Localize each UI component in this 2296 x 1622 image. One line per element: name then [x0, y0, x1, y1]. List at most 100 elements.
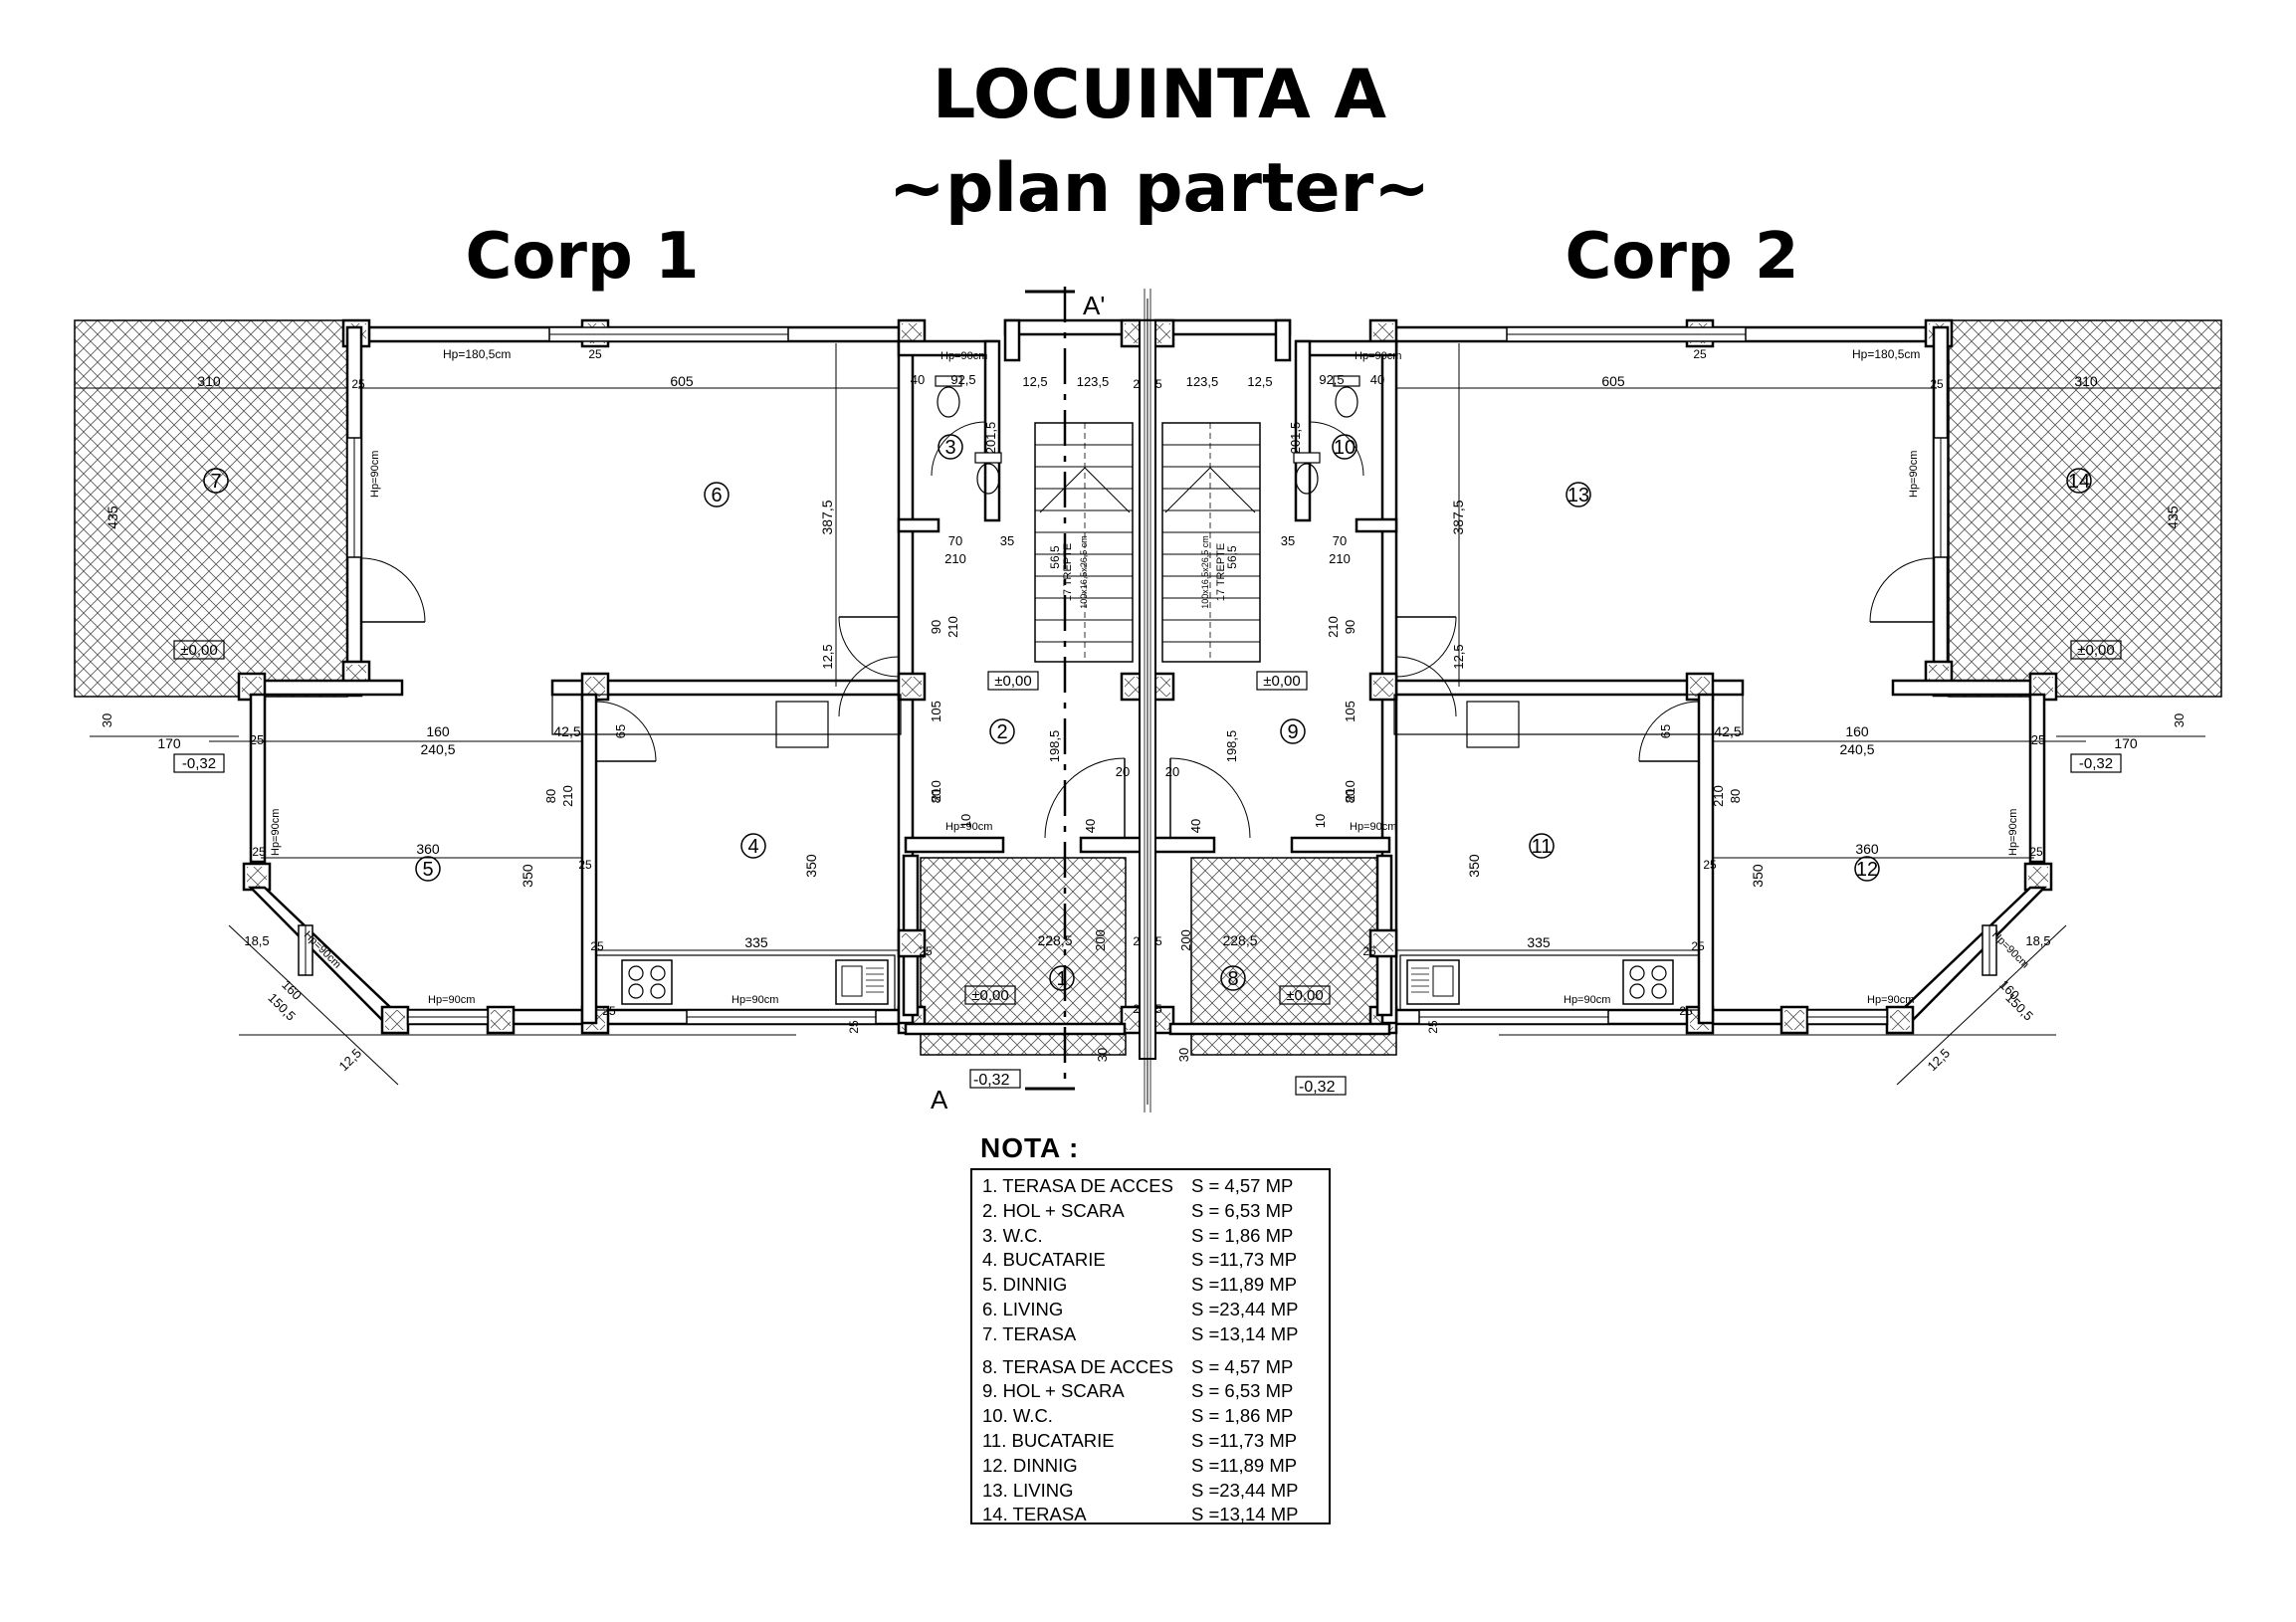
wall: [897, 517, 940, 533]
dimension-label: 150,5: [2002, 990, 2036, 1024]
terrace-14-hatch: [1948, 319, 2222, 698]
dimension-label: 360: [1855, 841, 1879, 857]
nota-room-area: S =11,73 MP: [1191, 1429, 1298, 1451]
dimension-label: 25: [847, 1020, 861, 1034]
window: [407, 1009, 489, 1025]
room-number-text: 12: [1856, 859, 1878, 881]
level-text: ±0,00: [994, 673, 1031, 690]
wall: [1153, 318, 1292, 336]
plan-subtitle: ~plan parter~: [888, 149, 1431, 228]
dimension-label: 90: [1343, 620, 1357, 634]
room-number: 12: [1854, 856, 1880, 882]
wall: [1152, 836, 1216, 854]
room-number: 7: [203, 468, 229, 494]
stove-icon: [1622, 959, 1674, 1005]
nota-room-name: 10. W.C.: [982, 1405, 1053, 1427]
dimension-label: 210: [945, 616, 960, 638]
window: [346, 437, 362, 558]
room-number-text: 10: [1334, 437, 1356, 459]
wall: [241, 679, 404, 697]
room-number: 2: [989, 718, 1015, 744]
dimension-label: 25: [252, 845, 266, 859]
dimension-label: 198,5: [1224, 730, 1239, 763]
sink-icon: [1406, 959, 1460, 1005]
wall: [2028, 693, 2046, 864]
dimension-label: 25: [1693, 347, 1707, 361]
dimension-label: 80: [929, 789, 943, 803]
nota-room-name: 2. HOL + SCARA: [982, 1199, 1125, 1221]
terrace-1-hatch: [920, 857, 1127, 1056]
stair-arrow: [1164, 467, 1256, 513]
room-number-text: 9: [1287, 721, 1298, 743]
toilet-icon: [974, 452, 1002, 495]
dimension-label: 201,5: [983, 422, 998, 455]
room-number: 9: [1280, 718, 1306, 744]
column: [897, 928, 927, 958]
dimension-label: 12,5: [820, 644, 835, 669]
nota-room-name: 12. DINNIG: [982, 1454, 1078, 1476]
dimension-label: 201,5: [1288, 422, 1303, 455]
height-label: Hp=90cm: [1564, 994, 1610, 1006]
dimension-label: 105: [929, 701, 943, 722]
nota-row: 3. W.C.S = 1,86 MP: [982, 1224, 1329, 1249]
dimension-label: 335: [744, 934, 768, 950]
kitchen-counter-top: [551, 694, 902, 735]
level-mark: ±0,00: [2070, 640, 2122, 660]
dimension-label: 40: [1370, 372, 1384, 387]
room-number-text: 13: [1567, 485, 1589, 507]
height-label: Hp=90cm: [428, 994, 475, 1006]
dimension-label: 25: [919, 944, 933, 958]
dimension-label: 42,5: [1714, 723, 1741, 739]
-45: 18,5: [2025, 933, 2050, 948]
dimension-label: 12,5: [1022, 374, 1047, 389]
dimension-label: 12,5: [1451, 644, 1466, 669]
window: [1933, 437, 1949, 558]
nota-room-name: 4. BUCATARIE: [982, 1249, 1106, 1271]
dimension-label: 160: [1845, 723, 1869, 739]
nota-room-area: S = 4,57 MP: [1191, 1355, 1294, 1377]
nota-room-area: S = 4,57 MP: [1191, 1175, 1294, 1196]
dimension-label: 105: [1343, 701, 1357, 722]
wall: [1274, 318, 1292, 362]
nota-room-name: 1. TERASA DE ACCES: [982, 1175, 1173, 1196]
window: [1418, 1009, 1609, 1025]
wall: [1891, 679, 2054, 697]
dimension-label: 198,5: [1047, 730, 1062, 763]
level-text: ±0,00: [180, 642, 217, 659]
dimension-label: 70: [948, 533, 962, 548]
room-number-text: 5: [422, 859, 433, 881]
dimension-label: 20: [1116, 764, 1130, 779]
room-number-text: 11: [1532, 836, 1553, 858]
section-mark-top: A': [1083, 291, 1105, 320]
nota-room-area: S = 1,86 MP: [1191, 1405, 1294, 1427]
wall: [1003, 318, 1021, 362]
nota-row: 10. W.C. S = 1,86 MP: [982, 1404, 1329, 1429]
dimension-label: 35: [1281, 533, 1295, 548]
dimension-label: 70: [1333, 533, 1347, 548]
height-label: Hp=90cm: [1350, 821, 1396, 833]
dimension-label: 12,5: [1247, 374, 1272, 389]
dimension-label: 90: [929, 620, 943, 634]
room-number-text: 1: [1056, 968, 1067, 990]
dimension-label: 350: [1466, 854, 1482, 878]
dimension-label: 160: [426, 723, 450, 739]
wall: [1003, 318, 1142, 336]
door-swing: [1169, 757, 1251, 839]
column: [1368, 672, 1398, 702]
stair-size-label: 100x16,5x26,5 cm: [1079, 535, 1089, 609]
dimension-label: 40: [1188, 819, 1203, 833]
nota-title: NOTA :: [980, 1132, 1080, 1163]
dimension-label: 170: [157, 735, 181, 751]
wall: [904, 1022, 1127, 1036]
dimension-label: 12,5: [1925, 1046, 1954, 1075]
dimension-label: 25: [250, 732, 264, 747]
height-label: Hp=90cm: [940, 350, 987, 362]
height-label: Hp=90cm: [1867, 994, 1914, 1006]
stair-outline: [1161, 422, 1261, 663]
plan-title: LOCUINTA A: [932, 56, 1387, 134]
dimension-label: 210: [944, 551, 966, 566]
